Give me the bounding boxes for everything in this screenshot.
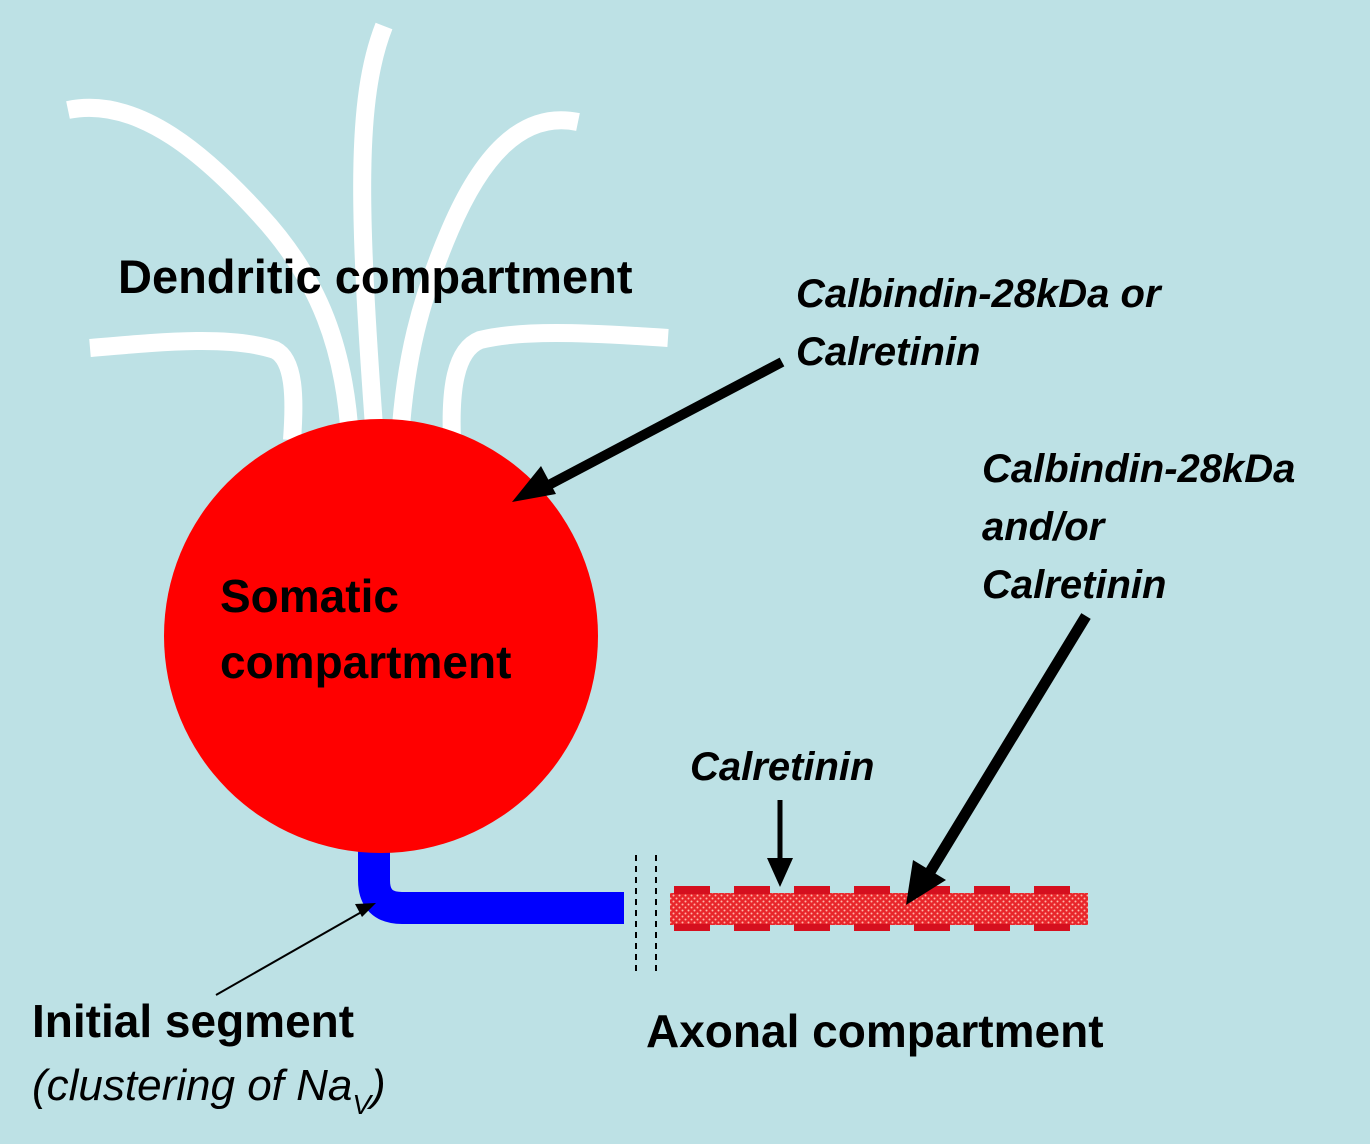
calretinin-arrow (767, 800, 793, 887)
axonal-compartment-label: Axonal compartment (646, 1005, 1104, 1057)
initial-segment-label: Initial segment (32, 995, 354, 1047)
clustering-prefix: (clustering of Na (32, 1061, 352, 1110)
dendritic-compartment-label: Dendritic compartment (118, 250, 633, 303)
soma-marker-label-line1: Calbindin-28kDa or (796, 272, 1163, 316)
initial-segment-arrow (215, 903, 376, 996)
soma-marker-label-line2: Calretinin (796, 330, 980, 374)
axon-marker-label-line2: and/or (982, 505, 1107, 549)
axon-segment (670, 886, 1088, 931)
dendrite-2 (353, 22, 393, 441)
somatic-compartment-label-line1: Somatic (220, 570, 399, 622)
dendrite-5 (442, 324, 669, 441)
axon-marker-arrow (906, 613, 1091, 905)
somatic-compartment-label-line2: compartment (220, 636, 511, 688)
clustering-suffix: ) (366, 1061, 386, 1110)
dendrite-3 (391, 111, 580, 441)
axon-marker-label-line1: Calbindin-28kDa (982, 447, 1295, 491)
soma-marker-arrow (512, 357, 785, 502)
dendrites (66, 22, 669, 441)
clustering-label: (clustering of NaV) (32, 1061, 386, 1120)
dendrite-4 (89, 332, 303, 441)
calretinin-label: Calretinin (690, 745, 874, 789)
axon-break-mark (635, 855, 657, 975)
axon-marker-label-line3: Calretinin (982, 563, 1166, 607)
clustering-subscript: V (352, 1089, 373, 1120)
dendrite-1 (66, 98, 359, 441)
initial-segment-process (358, 845, 624, 924)
soma-body (164, 419, 598, 853)
